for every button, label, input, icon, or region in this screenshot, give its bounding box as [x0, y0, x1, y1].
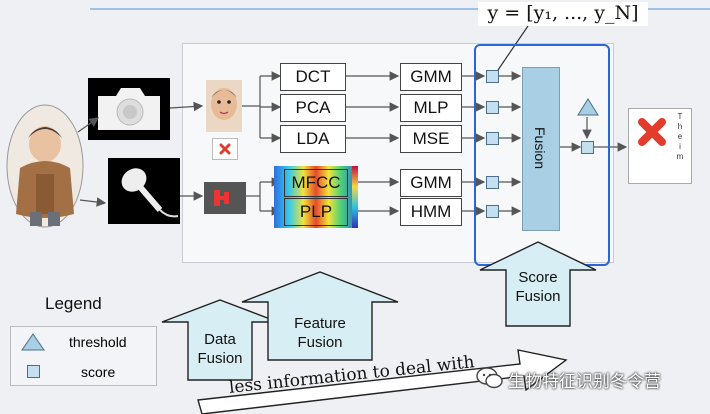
feature-lda: LDA [280, 125, 346, 153]
legend-score-label: score [81, 364, 116, 380]
face-crop-image [206, 80, 242, 132]
person-photo [6, 104, 84, 228]
score-fusion-line2: Fusion [515, 288, 561, 305]
data-fusion-label: Data Fusion [188, 330, 252, 368]
score-vector-equation: y = [y₁, ..., y_N] [478, 2, 648, 26]
decision-letter: T [677, 112, 683, 121]
triangle-icon [21, 333, 45, 351]
feature-pca: PCA [280, 94, 346, 122]
audio-thumbnail [204, 182, 246, 214]
square-icon [486, 205, 499, 218]
decision-text: T h e i m [676, 112, 684, 162]
fusion-block [522, 67, 560, 231]
feature-plp: PLP [284, 198, 348, 226]
decision-letter: m [676, 152, 684, 161]
square-icon [581, 141, 594, 154]
cross-icon [212, 138, 238, 160]
score-fusion-line1: Score [518, 269, 558, 286]
classifier-gmm-audio: GMM [400, 169, 462, 197]
feature-fusion-label: Feature Fusion [268, 314, 372, 352]
decision-letter: h [677, 122, 683, 131]
feature-fusion-line1: Feature [294, 315, 346, 332]
camera-icon [88, 78, 170, 140]
triangle-icon [577, 98, 599, 121]
feature-dct: DCT [280, 63, 346, 91]
decision-letter: i [679, 142, 681, 151]
feature-mfcc: MFCC [284, 169, 348, 197]
wechat-icon [476, 366, 504, 395]
square-icon [27, 365, 40, 378]
cross-icon [634, 114, 670, 155]
square-icon [486, 176, 499, 189]
classifier-mlp: MLP [400, 94, 462, 122]
legend-threshold-label: threshold [69, 334, 127, 350]
spectrogram-image [274, 166, 358, 228]
data-fusion-line1: Data [204, 331, 236, 348]
score-fusion-label: Score Fusion [506, 268, 570, 306]
data-fusion-line2: Fusion [197, 350, 243, 367]
microphone-icon [108, 158, 180, 224]
square-icon [486, 132, 499, 145]
legend-box: threshold score [10, 326, 157, 386]
legend-title: Legend [45, 294, 102, 313]
classifier-gmm-face: GMM [400, 63, 462, 91]
classifier-hmm: HMM [400, 198, 462, 226]
square-icon [486, 101, 499, 114]
top-border-line [90, 0, 710, 10]
feature-fusion-line2: Fusion [297, 334, 343, 351]
watermark-text: 生物特征识别冬令营 [508, 372, 661, 391]
classifier-mse: MSE [400, 125, 462, 153]
decision-letter: e [677, 132, 683, 141]
square-icon [486, 70, 499, 83]
